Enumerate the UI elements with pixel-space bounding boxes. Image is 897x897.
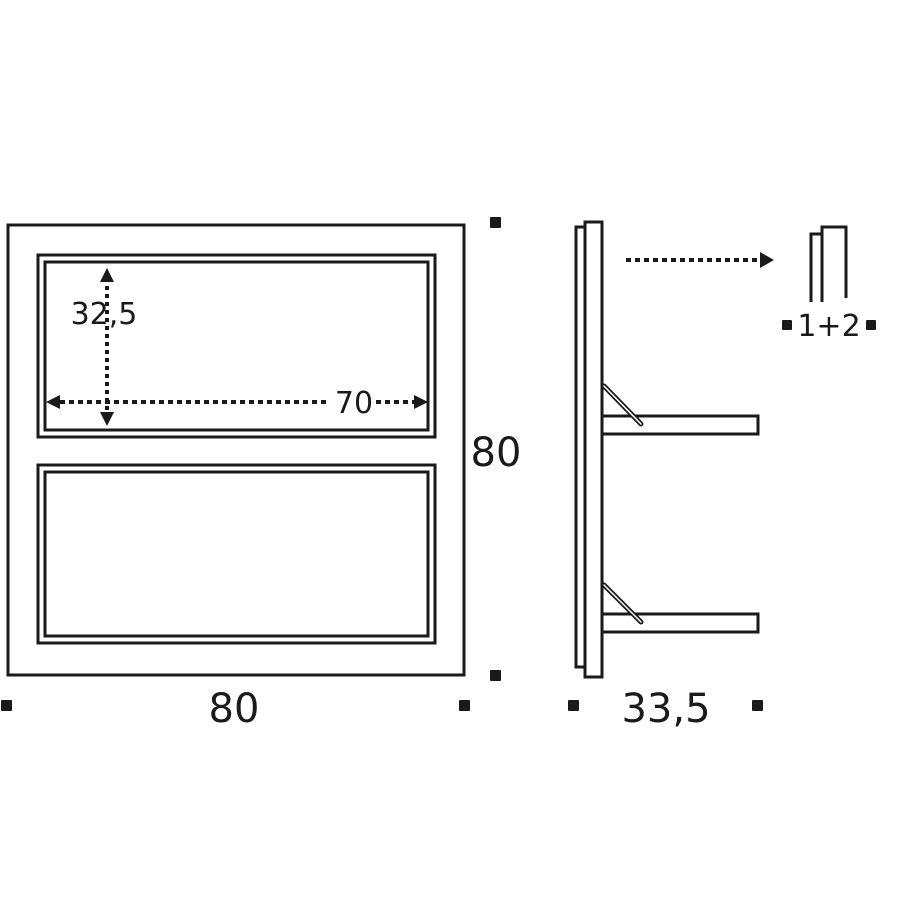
top-compartment-inner <box>43 260 430 432</box>
front-panel <box>583 220 604 679</box>
width-label: 80 <box>209 686 260 732</box>
side-view <box>574 220 760 679</box>
depth-label: 33,5 <box>621 686 710 732</box>
marker-square-icon <box>866 320 876 330</box>
marker-square-icon <box>459 700 470 711</box>
arrow-down-icon <box>100 412 114 426</box>
marker-square-icon <box>568 700 579 711</box>
marker-square-icon <box>490 217 501 228</box>
front-view <box>6 223 466 677</box>
inner-width-label: 70 <box>335 386 373 421</box>
dimension-markers <box>1 217 876 711</box>
top-compartment-outer <box>36 253 437 439</box>
lower-shelf-brace-inner <box>603 584 642 623</box>
inner-height-label: 32,5 <box>71 297 138 332</box>
marker-square-icon <box>1 700 12 711</box>
detail-arrow <box>626 252 774 268</box>
lower-shelf <box>600 612 760 634</box>
bottom-compartment-inner <box>43 470 430 638</box>
profile-part-1 <box>809 232 822 302</box>
upper-shelf-brace-inner <box>603 385 642 425</box>
detail-profile <box>809 225 848 302</box>
detail-label: 1+2 <box>797 309 860 344</box>
height-label: 80 <box>471 430 522 476</box>
marker-square-icon <box>752 700 763 711</box>
arrow-up-icon <box>100 268 114 282</box>
arrow-right-icon <box>414 395 428 409</box>
marker-square-icon <box>490 670 501 681</box>
upper-shelf <box>600 414 760 436</box>
arrow-left-icon <box>46 395 60 409</box>
bottom-compartment-outer <box>36 463 437 645</box>
marker-square-icon <box>782 320 792 330</box>
profile-part-2 <box>820 225 848 302</box>
arrow-right-icon <box>760 252 774 268</box>
outer-frame <box>6 223 466 677</box>
inner-dimension-arrows <box>46 268 428 426</box>
